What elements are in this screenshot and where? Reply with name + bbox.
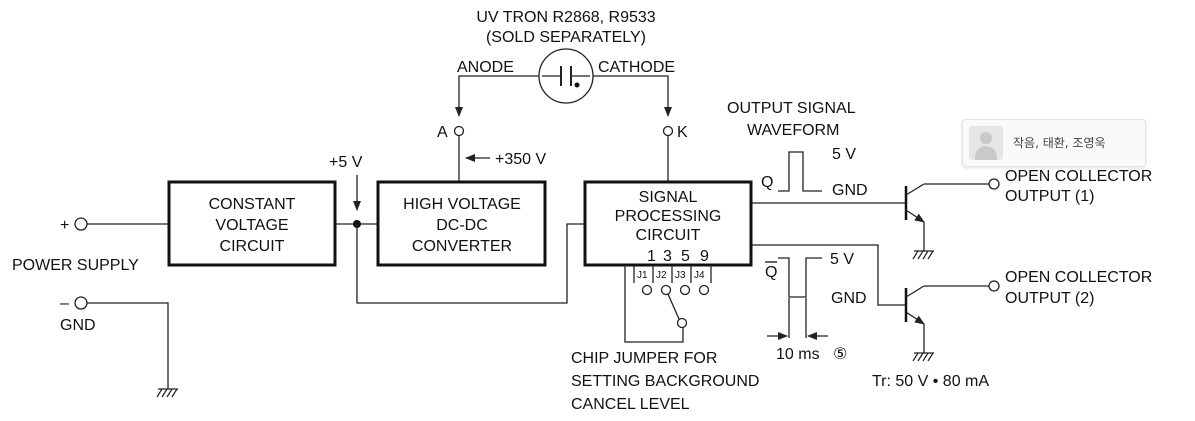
jumper-pad-j2 <box>660 284 672 296</box>
tube-label-line1: UV TRON R2868, R9533 <box>476 9 655 26</box>
uvtron-tube <box>538 48 594 104</box>
cathode-lead <box>593 75 672 117</box>
sp-line1: SIGNAL <box>639 189 698 206</box>
output1-terminal <box>988 178 1000 190</box>
waveform-qbar-label: Q <box>765 264 777 281</box>
jumper-label-j3: J3 <box>675 270 686 281</box>
pin-a-label: A <box>437 124 448 141</box>
qbar-gnd-label: GND <box>831 290 867 307</box>
pulse-width-label: 10 ms <box>776 346 820 363</box>
jumper-num-3: 3 <box>663 248 672 265</box>
output2-line1: OPEN COLLECTOR <box>1005 269 1152 286</box>
jumper-caption-2: SETTING BACKGROUND <box>571 373 759 390</box>
v5-label: +5 V <box>329 154 363 171</box>
waveform-title-1: OUTPUT SIGNAL <box>727 100 856 117</box>
jumper-label-j2: J2 <box>656 270 667 281</box>
gnd-input-label: GND <box>60 317 96 334</box>
jumper-dividers <box>633 265 712 283</box>
tr2-collector <box>905 285 925 298</box>
jumper-num-1: 1 <box>647 248 656 265</box>
note-mark-5: ⑤ <box>833 346 847 363</box>
dcdc-line3: CONVERTER <box>412 238 512 255</box>
power-plus-terminal <box>74 217 88 231</box>
tube-dot <box>574 82 580 88</box>
tube-label-line2: (SOLD SEPARATELY) <box>486 29 646 46</box>
avatar-icon <box>969 126 1003 160</box>
wire-gnd <box>87 302 169 389</box>
dcdc-line1: HIGH VOLTAGE <box>403 196 521 213</box>
sp-line3: CIRCUIT <box>636 227 701 244</box>
q-5v-label: 5 V <box>832 146 856 163</box>
dcdc-converter-block <box>376 180 547 267</box>
output1-line1: OPEN COLLECTOR <box>1005 168 1152 185</box>
profile-tag[interactable]: 작음, 태환, 조영욱 <box>962 119 1146 167</box>
jumper-common-pad <box>676 317 688 329</box>
tr1-emitter <box>905 209 925 223</box>
terminal-k <box>662 125 674 137</box>
jumper-num-5: 5 <box>681 248 690 265</box>
waveform-title-2: WAVEFORM <box>747 122 839 139</box>
output2-line2: OUTPUT (2) <box>1005 290 1094 307</box>
output2-terminal <box>988 280 1000 292</box>
wire-sp-to-tr2 <box>751 244 906 306</box>
power-supply-label: POWER SUPPLY <box>12 257 139 274</box>
transistor-rating: Tr: 50 V • 80 mA <box>872 373 989 390</box>
jumper-pad-j3 <box>679 284 691 296</box>
cv-line2: VOLTAGE <box>215 217 288 234</box>
wire-5v-to-signal <box>356 223 585 304</box>
ground-symbol-tr2 <box>912 352 934 362</box>
jumper-pad-j1 <box>641 284 653 296</box>
anode-label: ANODE <box>457 59 514 76</box>
terminal-a <box>453 125 465 137</box>
tr2-emitter <box>905 311 925 325</box>
jumper-common-wire <box>624 265 684 343</box>
ground-symbol-input <box>156 388 178 398</box>
jumper-link <box>667 293 680 320</box>
jumper-label-j4: J4 <box>694 270 705 281</box>
plus-label: + <box>60 217 69 234</box>
cv-line3: CIRCUIT <box>220 238 285 255</box>
sp-line2: PROCESSING <box>615 208 722 225</box>
dcdc-line2: DC-DC <box>436 217 488 234</box>
tr1-collector <box>905 183 925 196</box>
cathode-label: CATHODE <box>598 59 675 76</box>
jumper-label-j1: J1 <box>637 270 648 281</box>
constant-voltage-block <box>167 180 337 267</box>
anode-lead <box>455 75 539 117</box>
output1-line2: OUTPUT (1) <box>1005 188 1094 205</box>
pin-k-label: K <box>677 124 688 141</box>
cv-line1: CONSTANT <box>209 196 296 213</box>
q-waveform <box>778 151 822 192</box>
ground-symbol-tr1 <box>912 250 934 260</box>
jumper-caption-3: CANCEL LEVEL <box>571 396 690 413</box>
power-minus-terminal <box>74 296 88 310</box>
jumper-num-9: 9 <box>700 248 709 265</box>
waveform-q-label: Q <box>761 174 773 191</box>
jumper-caption-1: CHIP JUMPER FOR <box>571 350 717 367</box>
profile-tag-names: 작음, 태환, 조영욱 <box>1013 136 1106 150</box>
qbar-5v-label: 5 V <box>830 251 854 268</box>
minus-label: – <box>60 295 69 312</box>
hv-label: +350 V <box>495 151 546 168</box>
qbar-waveform <box>778 257 822 298</box>
jumper-pad-j4 <box>698 284 710 296</box>
q-gnd-label: GND <box>832 182 868 199</box>
